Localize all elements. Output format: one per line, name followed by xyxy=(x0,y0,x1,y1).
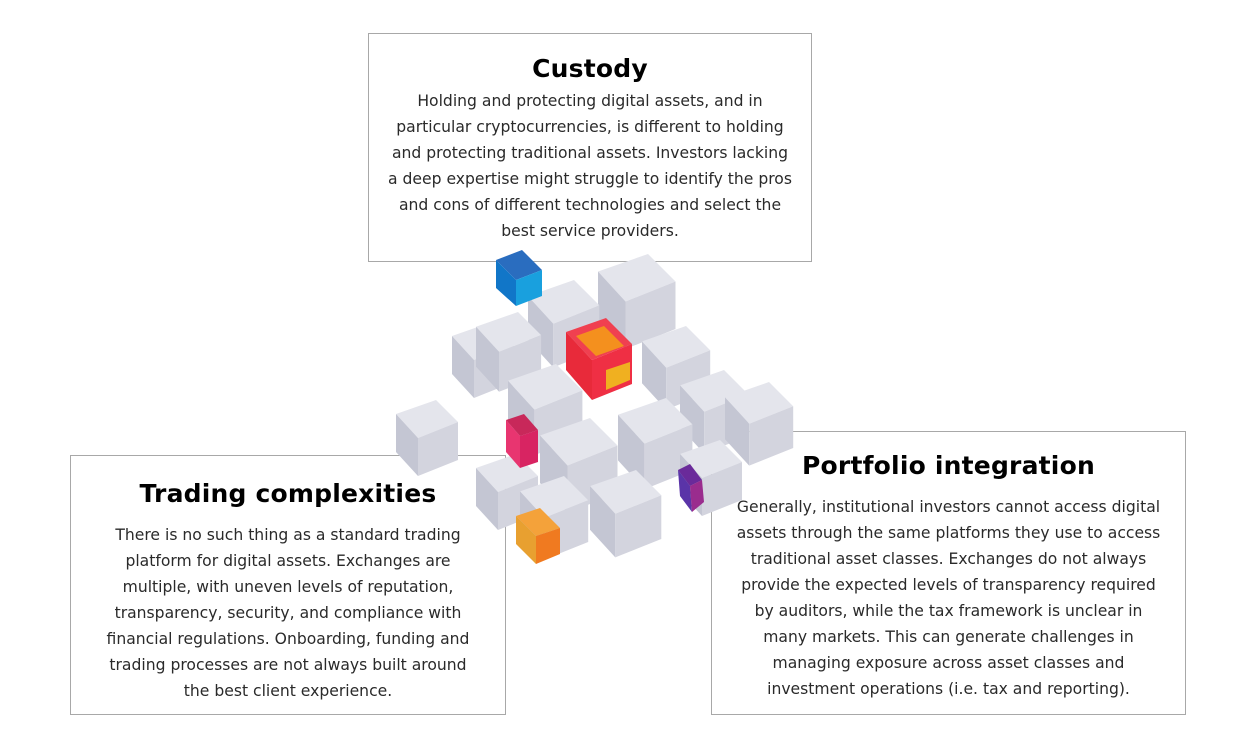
grey-cube xyxy=(508,364,583,456)
trading-complexities-title: Trading complexities xyxy=(139,479,437,508)
grey-cube xyxy=(540,418,618,513)
grey-cube xyxy=(590,470,662,558)
custody-title: Custody xyxy=(532,54,648,83)
grey-cube xyxy=(528,280,600,368)
trading-complexities-panel: Trading complexities There is no such th… xyxy=(70,455,506,715)
custody-body: Holding and protecting digital assets, a… xyxy=(388,92,792,240)
portfolio-integration-panel: Portfolio integration Generally, institu… xyxy=(711,431,1186,715)
grey-cube xyxy=(452,322,514,398)
portfolio-integration-body: Generally, institutional investors canno… xyxy=(736,498,1161,698)
portfolio-integration-title: Portfolio integration xyxy=(802,451,1095,480)
grey-cube xyxy=(598,254,676,349)
grey-cube xyxy=(476,312,542,392)
pink-cube xyxy=(506,414,538,468)
purple-cube xyxy=(678,464,704,512)
grey-cube xyxy=(618,398,693,490)
orange-cube xyxy=(516,508,560,564)
grey-cube xyxy=(642,326,711,410)
red-orange-cube xyxy=(566,318,632,400)
grey-cube xyxy=(520,476,589,560)
custody-panel: Custody Holding and protecting digital a… xyxy=(368,33,812,262)
trading-complexities-body: There is no such thing as a standard tra… xyxy=(106,526,470,700)
